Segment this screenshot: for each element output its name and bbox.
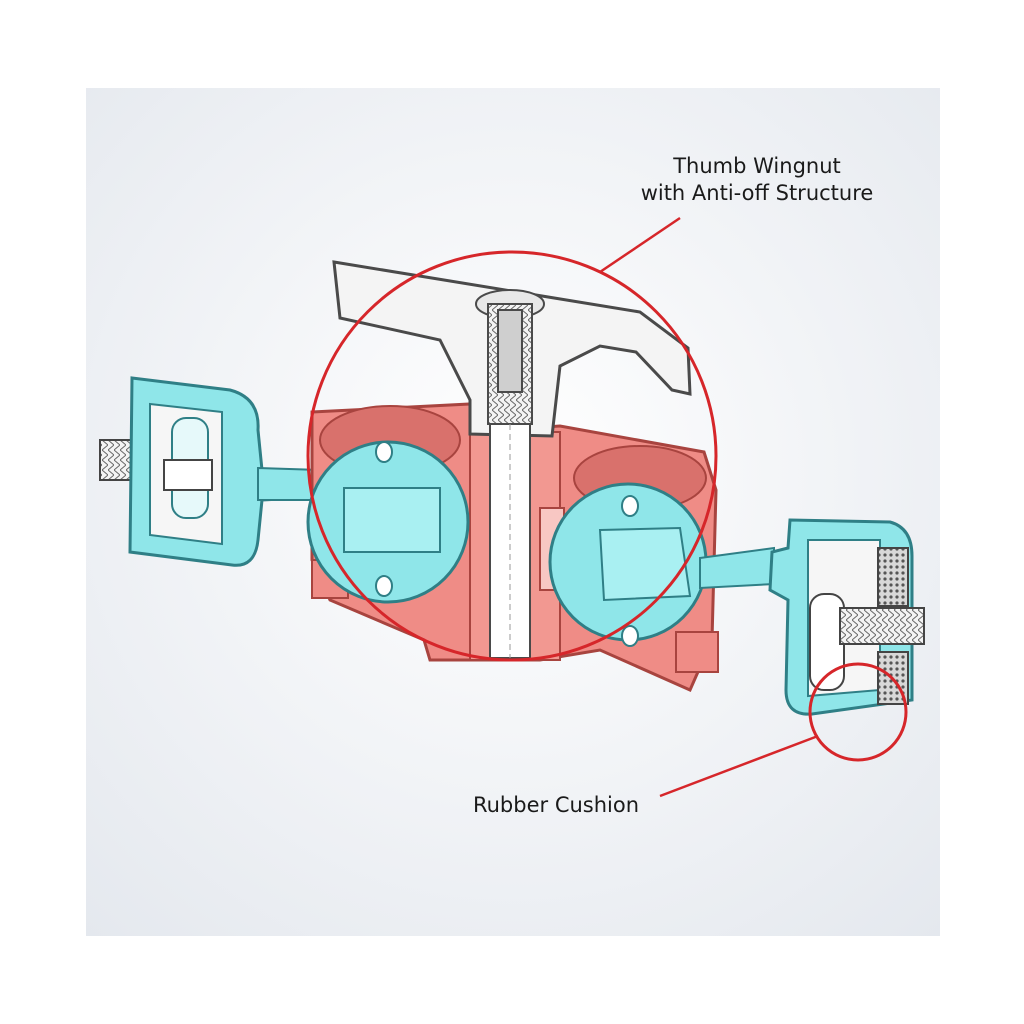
right-threaded-screw xyxy=(839,607,925,645)
thumb-wingnut xyxy=(332,260,692,659)
callout-wingnut xyxy=(306,216,718,662)
left-clamp xyxy=(99,376,321,567)
callout-leader-wingnut xyxy=(599,216,681,274)
callout-circle-wingnut xyxy=(306,250,718,662)
left-jaw-hole-bottom xyxy=(375,575,393,597)
callout-label-cushion: Rubber Cushion xyxy=(472,793,640,817)
left-jaw-hole-top xyxy=(375,441,393,463)
right-jaw-bore xyxy=(598,526,692,602)
wingnut-inner-screw xyxy=(497,309,523,393)
left-clamp-slider xyxy=(163,459,213,491)
right-rubber-cushion-upper xyxy=(877,547,909,607)
right-jaw-hole-bottom xyxy=(621,625,639,647)
right-jaw-hole-top xyxy=(621,495,639,517)
callout-circle-cushion xyxy=(808,662,908,762)
callout-label-wingnut-line1: Thumb Wingnut xyxy=(673,154,841,178)
callout-label-wingnut: Thumb Wingnut with Anti-off Structure xyxy=(612,153,902,207)
callout-label-wingnut-line2: with Anti-off Structure xyxy=(640,181,874,205)
callout-cushion xyxy=(659,662,908,798)
right-lower-nub xyxy=(675,631,719,673)
left-jaw-bore xyxy=(343,487,441,553)
callout-leader-cushion xyxy=(659,734,819,798)
left-jaw xyxy=(306,440,470,604)
